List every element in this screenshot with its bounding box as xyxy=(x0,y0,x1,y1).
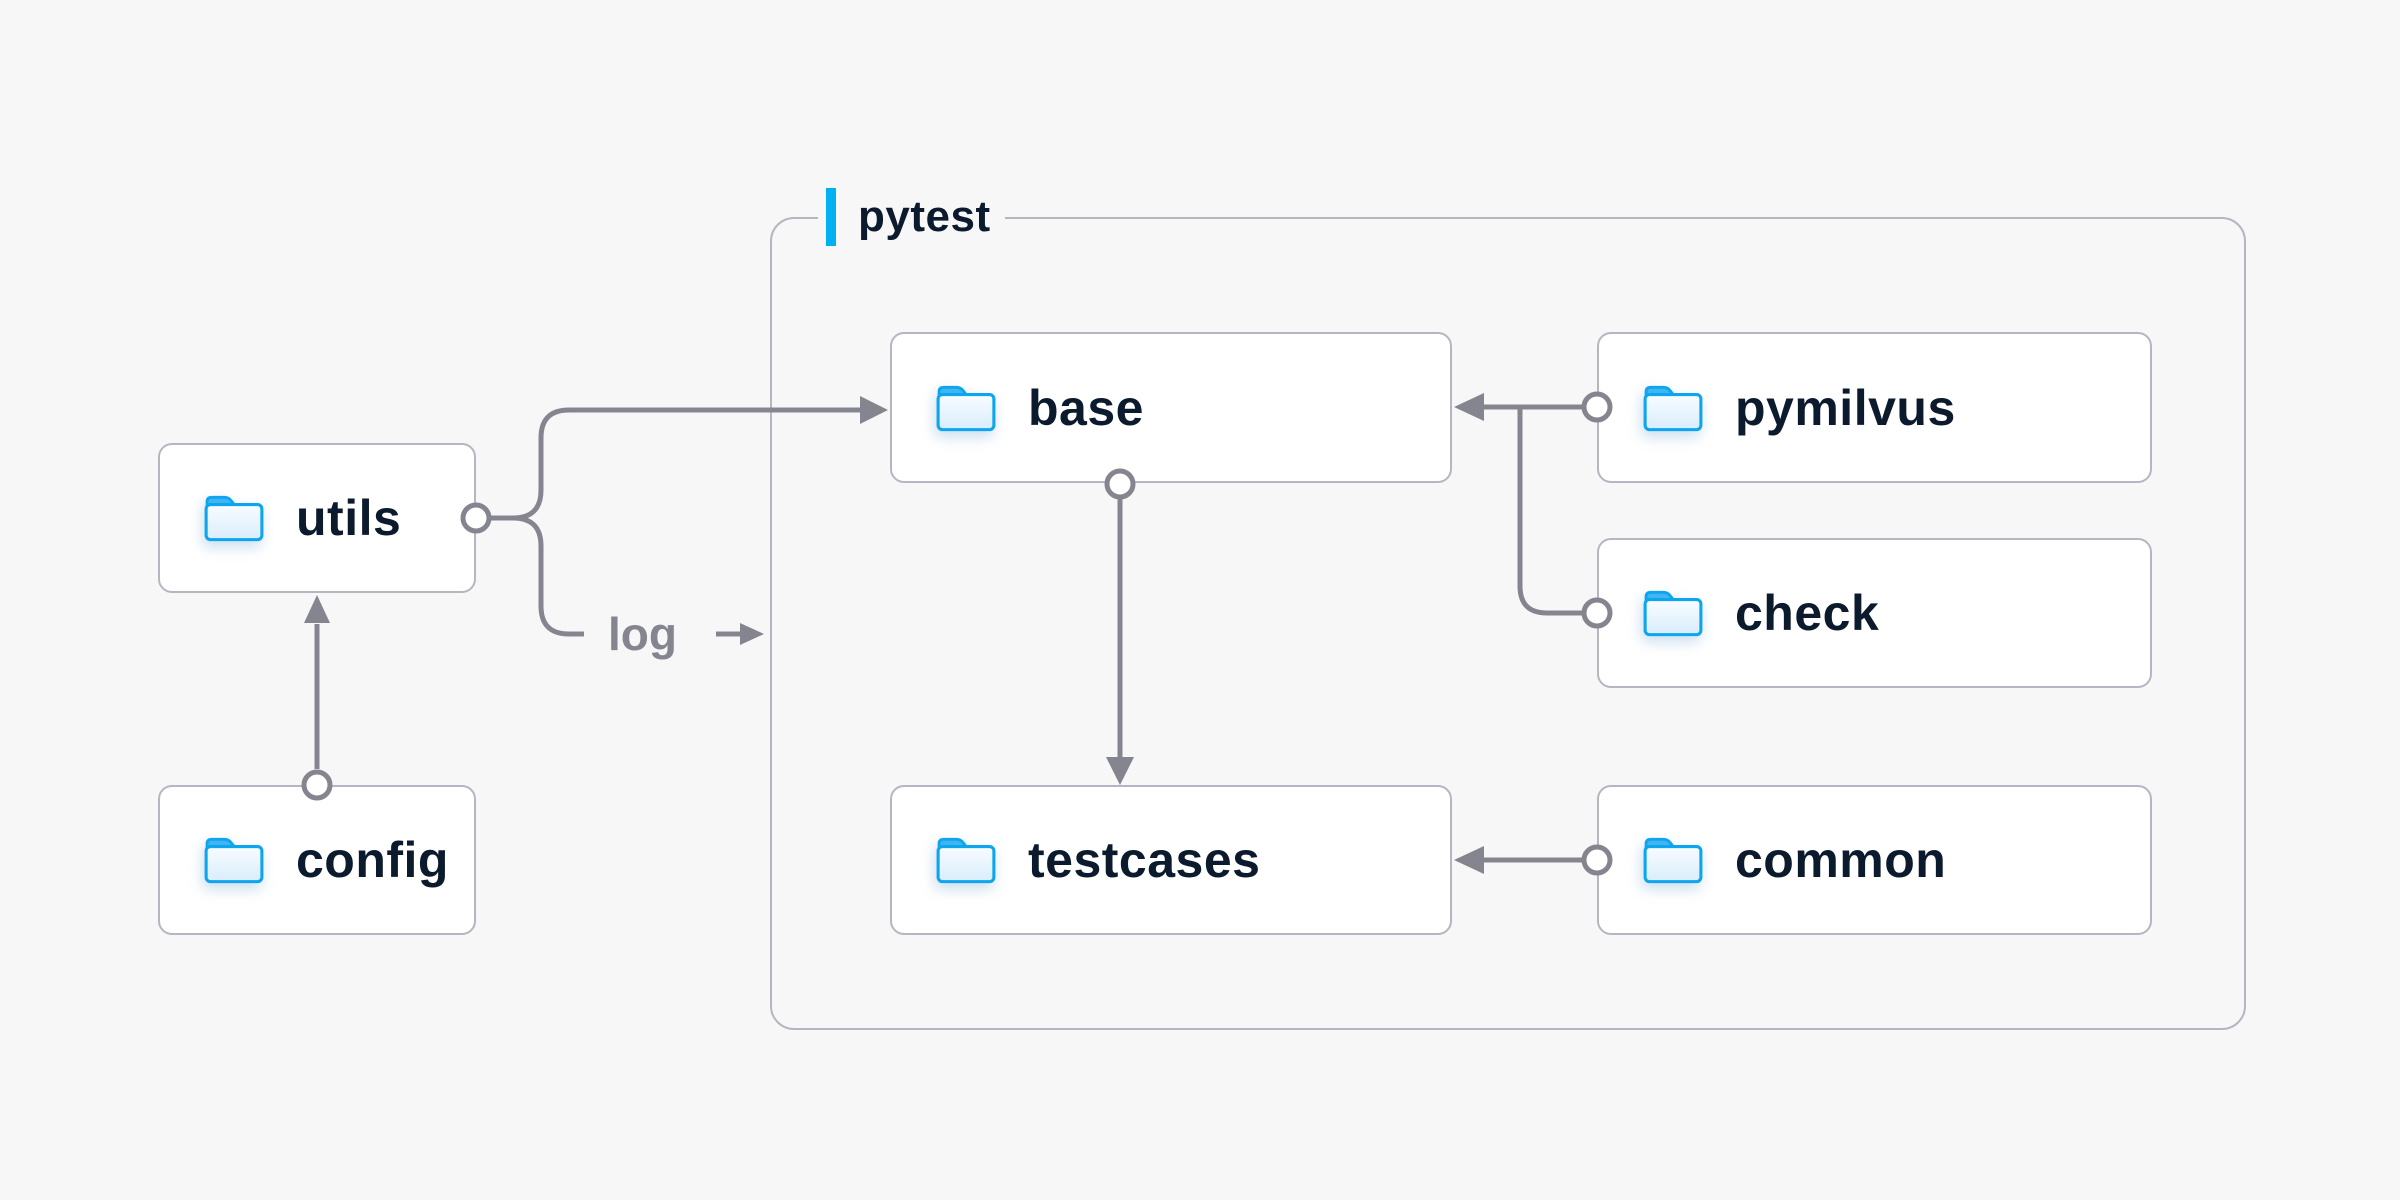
node-label-common: common xyxy=(1735,832,1947,888)
group-label-accent-bar xyxy=(826,188,836,246)
folder-icon xyxy=(936,385,996,431)
pytest-group-label: pytest xyxy=(818,186,1005,248)
node-label-utils: utils xyxy=(296,490,402,546)
node-label-check: check xyxy=(1735,585,1880,641)
node-label-testcases: testcases xyxy=(1028,832,1261,888)
node-utils: utils xyxy=(158,443,476,593)
node-common: common xyxy=(1597,785,2152,935)
folder-icon xyxy=(1643,385,1703,431)
node-testcases: testcases xyxy=(890,785,1452,935)
node-check: check xyxy=(1597,538,2152,688)
edge-label-log: log xyxy=(608,608,677,660)
node-base: base xyxy=(890,332,1452,483)
folder-icon xyxy=(1643,837,1703,884)
node-config: config xyxy=(158,785,476,935)
node-pymilvus: pymilvus xyxy=(1597,332,2152,483)
folder-icon xyxy=(204,495,264,542)
folder-icon xyxy=(936,837,996,884)
folder-icon xyxy=(204,837,264,884)
edge-config-utils xyxy=(304,595,330,769)
pytest-group-container xyxy=(770,217,2246,1030)
node-label-config: config xyxy=(296,832,449,888)
group-label-text: pytest xyxy=(858,192,991,241)
folder-icon xyxy=(1643,590,1703,637)
node-label-pymilvus: pymilvus xyxy=(1735,379,1956,436)
node-label-base: base xyxy=(1028,379,1144,436)
